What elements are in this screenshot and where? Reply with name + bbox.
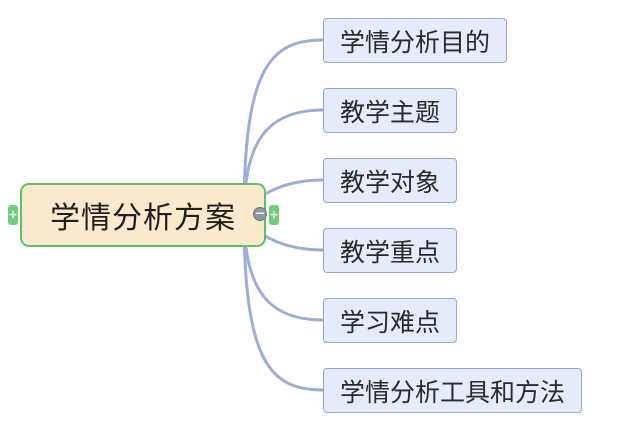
root-topic[interactable]: 学情分析方案 bbox=[20, 183, 266, 247]
subtopic-label: 教学主题 bbox=[340, 97, 441, 127]
root-topic-label: 学情分析方案 bbox=[50, 201, 236, 236]
subtopic-audience[interactable]: 教学对象 bbox=[323, 158, 458, 203]
connector-line bbox=[242, 213, 325, 392]
expand-left-icon[interactable]: + bbox=[8, 205, 18, 225]
collapse-icon[interactable]: − bbox=[253, 206, 267, 221]
subtopic-theme[interactable]: 教学主题 bbox=[323, 88, 458, 133]
subtopic-label: 学情分析目的 bbox=[340, 27, 491, 57]
subtopic-purpose[interactable]: 学情分析目的 bbox=[323, 18, 508, 63]
subtopic-label: 学习难点 bbox=[340, 307, 441, 337]
subtopic-tools-methods[interactable]: 学情分析工具和方法 bbox=[323, 368, 583, 413]
expand-right-icon[interactable]: + bbox=[269, 205, 279, 225]
connector-line bbox=[242, 38, 325, 217]
subtopic-focus[interactable]: 教学重点 bbox=[323, 228, 458, 273]
subtopic-difficulty[interactable]: 学习难点 bbox=[323, 298, 458, 343]
subtopic-label: 教学对象 bbox=[340, 167, 441, 197]
subtopic-label: 学情分析工具和方法 bbox=[340, 377, 566, 407]
subtopic-label: 教学重点 bbox=[340, 237, 441, 267]
